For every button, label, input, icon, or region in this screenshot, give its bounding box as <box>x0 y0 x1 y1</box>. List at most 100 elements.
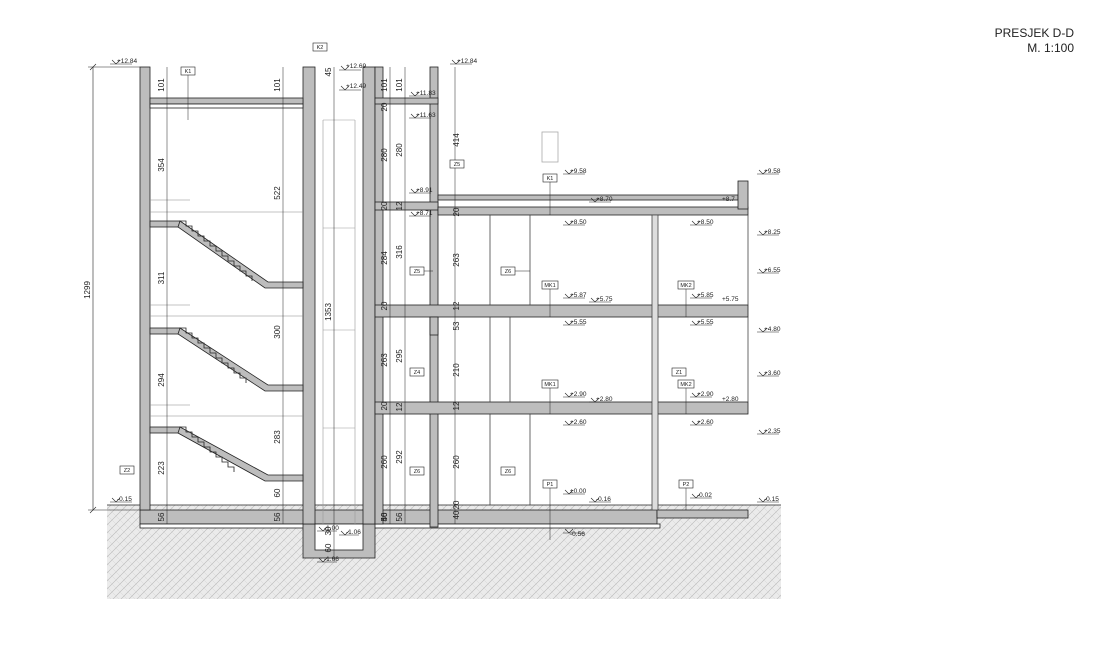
lvl-pit-b: -1.06 <box>346 529 361 536</box>
dim-flight-3: 283 <box>273 430 282 444</box>
lvl-f1-d: +2.80 <box>722 396 739 403</box>
lvl-annex-roof-r: +8.7 <box>722 196 735 203</box>
dim-colB-5: 56 <box>395 512 404 521</box>
dimension-chains <box>166 67 456 560</box>
lvl-pit-c: -1.66 <box>324 556 339 563</box>
lvl-f1-e: +2.60 <box>570 419 587 426</box>
foundation-slab <box>139 509 749 529</box>
lvl-r360: +3.60 <box>764 370 781 377</box>
dim-shaft-top: 45 <box>324 67 333 76</box>
section-title: PRESJEK D-D <box>994 26 1074 40</box>
dim-annex-5: 40 <box>452 510 461 519</box>
dim-stair-4: 223 <box>157 461 166 475</box>
tag-z6-b: Z6 <box>414 469 420 475</box>
tag-mk1-a: MK1 <box>544 283 555 289</box>
lvl-f2-c: +5.85 <box>697 292 714 299</box>
tag-z6-a: Z6 <box>505 269 511 275</box>
lvl-f2-a: +5.87 <box>570 292 587 299</box>
dim-stair-5: 56 <box>157 512 166 521</box>
tag-p1: P1 <box>547 482 554 488</box>
lvl-pit-a: -1.00 <box>324 525 339 532</box>
dim-colA-3: 263 <box>380 353 389 367</box>
dims-stair-flights: 101 522 300 283 60 56 <box>273 78 282 522</box>
dim-small-9: 40 <box>380 512 389 521</box>
lvl-r825: +8.25 <box>764 229 781 236</box>
dim-flight-0: 101 <box>273 78 282 92</box>
dim-annex-1: 263 <box>452 253 461 267</box>
elevator-shaft <box>322 119 356 524</box>
dim-annex-3: 210 <box>452 363 461 377</box>
dim-small-10: 20 <box>452 500 461 509</box>
lvl-k2-top: +12.69 <box>346 63 366 70</box>
tag-z5-a: Z5 <box>454 162 460 168</box>
dim-stair-3: 294 <box>157 373 166 387</box>
tag-k1-annex: K1 <box>547 176 554 182</box>
lvl-annex-right-top: +9.58 <box>764 168 781 175</box>
lvl-ground-c: -0.02 <box>697 492 712 499</box>
dim-small-6: 12 <box>452 401 461 410</box>
dim-annex-4: 260 <box>452 455 461 469</box>
dims-small: 20 20 12 20 12 20 12 20 12 40 20 <box>380 102 461 521</box>
level-labels: +12.84 +12.69 +12.49 +11.83 +11.63 +12.8… <box>117 58 781 563</box>
dim-colB-2: 316 <box>395 245 404 259</box>
dim-colB-0: 101 <box>395 78 404 92</box>
dims-annex-right: 414 263 53 210 260 40 <box>452 133 461 520</box>
lvl-annex-b: +8.71 <box>416 210 433 217</box>
tag-mk1-b: MK1 <box>544 382 555 388</box>
dim-flight-1: 522 <box>273 186 282 200</box>
dim-colA-2: 284 <box>380 251 389 265</box>
dim-small-3: 20 <box>380 301 389 310</box>
lvl-r480: +4.80 <box>764 326 781 333</box>
dim-small-4: 12 <box>452 301 461 310</box>
dim-colA-0: 101 <box>380 78 389 92</box>
dims-left-col-a: 101 280 284 263 260 56 <box>380 78 389 522</box>
stair-railings <box>150 199 303 417</box>
dim-colA-4: 260 <box>380 455 389 469</box>
tag-z4: Z4 <box>414 370 420 376</box>
dim-annex-0: 414 <box>452 133 461 147</box>
dim-small-5: 20 <box>380 401 389 410</box>
lvl-r655: +6.55 <box>764 267 781 274</box>
lvl-top-left: +12.84 <box>117 58 137 65</box>
lvl-k2-bottom: +12.49 <box>346 83 366 90</box>
dim-annex-2: 53 <box>452 321 461 330</box>
stair-core-walls <box>139 66 376 525</box>
dims-left-col-b: 101 280 316 295 292 56 <box>395 78 404 522</box>
lvl-f2-d: +5.75 <box>722 296 739 303</box>
lvl-annex-c: +8.50 <box>570 219 587 226</box>
lvl-annex-top: +9.58 <box>570 168 587 175</box>
dim-small-0: 20 <box>380 102 389 111</box>
lvl-base: -0.56 <box>570 531 585 538</box>
dim-flight-2: 300 <box>273 325 282 339</box>
lvl-annex-roof: +8.70 <box>596 196 613 203</box>
dim-colA-5: 56 <box>380 512 389 521</box>
dim-pit-1: 60 <box>324 543 333 552</box>
dims-stair-core: 101 354 311 294 223 56 <box>157 78 166 522</box>
tag-z5-b: Z5 <box>414 269 420 275</box>
level-markers <box>110 59 779 563</box>
dim-flight-4: 60 <box>273 488 282 497</box>
dim-colB-1: 280 <box>395 143 404 157</box>
dim-colB-4: 292 <box>395 450 404 464</box>
tag-leaders <box>187 75 687 540</box>
dim-small-1: 20 <box>380 201 389 210</box>
lvl-f2-b: +5.75 <box>596 296 613 303</box>
lvl-roof-slab-a: +11.83 <box>416 90 436 97</box>
lvl-f1-a: +2.90 <box>570 391 587 398</box>
dim-colA-1: 280 <box>380 148 389 162</box>
dim-stair-2: 311 <box>157 271 166 284</box>
dim-small-2: 12 <box>395 201 404 210</box>
tag-z6-c: Z6 <box>505 469 511 475</box>
tag-mk2-b: MK2 <box>680 382 691 388</box>
lvl-r235: +2.35 <box>764 428 781 435</box>
dim-colB-3: 295 <box>395 349 404 363</box>
annex-partitions <box>489 131 749 511</box>
lvl-f1-b: +2.80 <box>596 396 613 403</box>
tag-z1: Z1 <box>676 370 682 376</box>
tag-mk2-a: MK2 <box>680 283 691 289</box>
lvl-f2-f: +5.55 <box>697 319 714 326</box>
dim-overall-height: 1299 <box>83 281 92 299</box>
lvl-ground-left: -0.15 <box>117 496 132 503</box>
dim-stair-1: 354 <box>157 158 166 172</box>
